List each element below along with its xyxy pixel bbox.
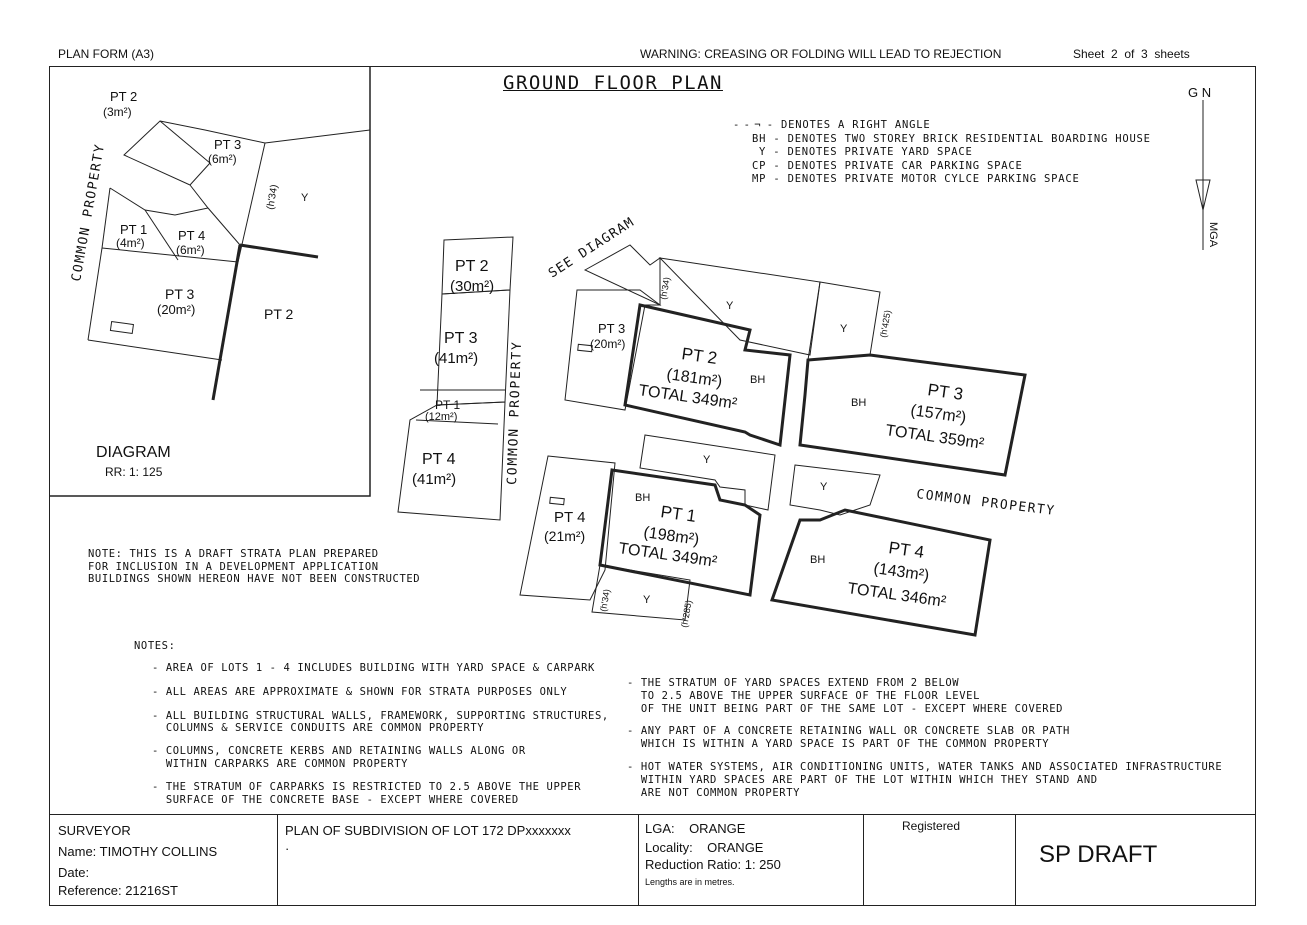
diagram-pt2-top-label: PT 2 [110,89,137,104]
grid-north-label: G N [1188,85,1211,100]
svg-text:(30m²): (30m²) [450,278,494,295]
svg-text:TOTAL 346m²: TOTAL 346m² [846,580,947,611]
svg-text:TOTAL 349m²: TOTAL 349m² [617,540,718,571]
svg-text:PT 1: PT 1 [120,222,147,237]
sheet-frame [49,66,1256,906]
legend-y: Y - DENOTES PRIVATE YARD SPACE [759,146,973,158]
pt1-building [598,468,762,597]
pt2-building [623,303,792,448]
svg-text:(6m²): (6m²) [176,243,205,257]
legend-cp: CP - DENOTES PRIVATE CAR PARKING SPACE [752,159,1023,172]
common-property-vertical: COMMON PROPERTY [505,340,525,485]
locality-label: Locality: ORANGE [645,840,764,855]
diagram-pt2-top [123,120,211,186]
svg-text:(20m²): (20m²) [157,302,195,317]
svg-text:PT 2: PT 2 [264,306,294,322]
diagram-title: DIAGRAM [96,444,171,461]
svg-text:PT 3: PT 3 [444,330,478,347]
svg-text:(21m²): (21m²) [544,528,585,544]
legend-bh: BH - DENOTES TWO STOREY BRICK RESIDENTIA… [752,132,1151,145]
svg-text:PT 3: PT 3 [214,137,241,152]
strip-pt2-label: PT 2 [455,258,489,275]
svg-text:(h'285): (h'285) [679,599,694,628]
pt3-building [798,353,1027,477]
pt2-label: PT 2 [680,344,718,368]
svg-text:Y: Y [301,192,309,204]
svg-text:(6m²): (6m²) [208,152,237,166]
common-property-right: COMMON PROPERTY [916,487,1057,519]
svg-text:PT 1: PT 1 [435,398,460,412]
diagram-inset-border [49,66,371,497]
svg-text:BH: BH [810,554,825,566]
svg-text:PT 4: PT 4 [178,228,205,243]
svg-text:(143m²): (143m²) [872,560,930,585]
diagram-common-property: COMMON PROPERTY [69,142,108,282]
svg-text:PT 4: PT 4 [422,451,456,468]
page-title: GROUND FLOOR PLAN [503,72,723,94]
lga-label: LGA: ORANGE [645,821,746,836]
diagram-wall [239,243,319,259]
svg-text:BH: BH [851,397,866,409]
notes-heading: NOTES: [134,640,176,652]
lengths-note: Lengths are in metres. [645,877,735,887]
draft-note: NOTE: THIS IS A DRAFT STRATA PLAN PREPAR… [88,548,421,585]
diagram-motorcycle-space [109,320,135,335]
notes-left: - AREA OF LOTS 1 - 4 INCLUDES BUILDING W… [152,662,609,806]
legend-mp: MP - DENOTES PRIVATE MOTOR CYLCE PARKING… [752,173,1080,185]
surveyor-name: Name: TIMOTHY COLLINS [58,844,218,859]
svg-text:(41m²): (41m²) [434,350,478,367]
svg-text:PT 3: PT 3 [598,321,625,336]
svg-text:(41m²): (41m²) [412,471,456,488]
plan-form-label: PLAN FORM (A3) [58,47,155,61]
svg-text:BH: BH [750,374,765,386]
svg-text:Y: Y [840,323,848,335]
legend-right-angle: - - ¬ - DENOTES A RIGHT ANGLE [733,119,931,131]
svg-text:(4m²): (4m²) [116,236,145,250]
svg-text:TOTAL 359m²: TOTAL 359m² [884,422,985,453]
notes-right: - THE STRATUM OF YARD SPACES EXTEND FROM… [627,677,1223,799]
sheet-number: Sheet 2 of 3 sheets [1073,47,1190,61]
sp-draft-label: SP DRAFT [1039,841,1158,868]
svg-text:(3m²): (3m²) [103,105,132,119]
pt1-label: PT 1 [659,502,697,526]
reduction-ratio: Reduction Ratio: 1: 250 [645,857,781,872]
svg-text:BH: BH [635,492,650,504]
registered-label: Registered [902,819,961,833]
date-label: Date: [58,865,90,880]
warning-label: WARNING: CREASING OR FOLDING WILL LEAD T… [640,47,1002,61]
svg-text:(h'34): (h'34) [658,276,672,300]
mga-label: MGA [1207,222,1219,248]
pt3-label: PT 3 [926,380,964,404]
legend: - - ¬ - DENOTES A RIGHT ANGLE BH - DENOT… [733,119,1151,187]
svg-text:PT 3: PT 3 [165,286,195,302]
pt4-label: PT 4 [887,538,925,562]
dot-mark: · [285,841,290,856]
svg-text:(h'425): (h'425) [878,309,893,338]
svg-text:(h'34): (h'34) [265,184,280,211]
svg-text:(20m²): (20m²) [590,337,625,351]
svg-text:(h'34): (h'34) [598,588,612,612]
svg-text:(157m²): (157m²) [909,402,967,427]
svg-text:PT 4: PT 4 [554,509,585,526]
svg-text:Y: Y [820,481,828,493]
surveyor-label: SURVEYOR [58,823,131,838]
svg-text:Y: Y [726,300,734,312]
title-block: SURVEYOR Name: TIMOTHY COLLINS Date: Ref… [49,814,1256,906]
pt4-building [769,508,992,637]
svg-text:(12m²): (12m²) [425,411,457,423]
svg-text:Y: Y [643,594,651,606]
svg-text:TOTAL 349m²: TOTAL 349m² [637,382,738,413]
svg-text:Y: Y [703,454,711,466]
plan-of-subdivision: PLAN OF SUBDIVISION OF LOT 172 DPxxxxxxx [285,823,571,838]
reference-label: Reference: 21216ST [58,883,178,898]
diagram-ratio: RR: 1: 125 [105,465,163,479]
